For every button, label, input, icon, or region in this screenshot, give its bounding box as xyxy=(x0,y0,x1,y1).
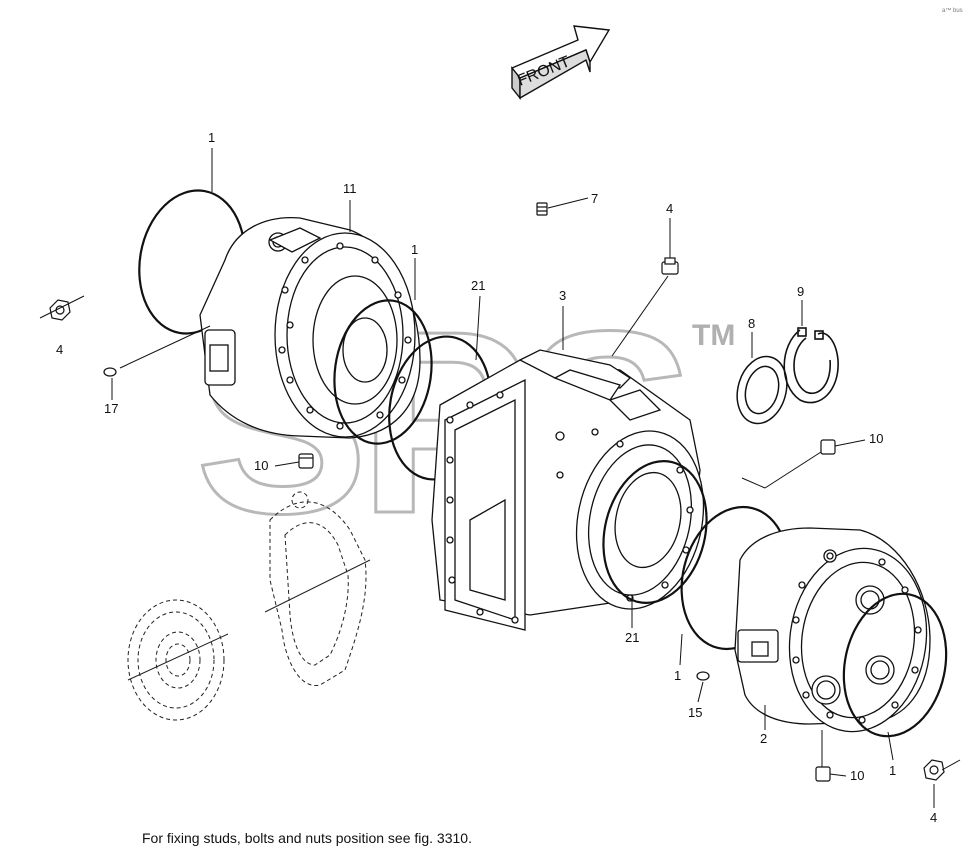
right-housing-2 xyxy=(734,527,931,733)
snap-ring-9 xyxy=(783,327,839,404)
left-housing-11 xyxy=(199,216,421,439)
leader-lines xyxy=(39,148,961,808)
callout-3: 3 xyxy=(559,288,566,303)
callout-7: 7 xyxy=(591,191,598,206)
footer-note: For fixing studs, bolts and nuts positio… xyxy=(142,830,472,846)
center-housing-3 xyxy=(431,349,705,631)
callout-4-left: 4 xyxy=(56,342,63,357)
callout-11: 11 xyxy=(343,181,357,196)
o-ring-21 xyxy=(602,459,708,605)
callout-8: 8 xyxy=(748,316,755,331)
plug-10-left xyxy=(298,453,314,469)
callout-17: 17 xyxy=(104,401,118,416)
bolt-17 xyxy=(103,367,117,377)
plug-4-bottom xyxy=(923,759,945,781)
callout-21-top: 21 xyxy=(471,278,485,293)
phantom-parts xyxy=(127,491,367,721)
callout-1-top: 1 xyxy=(208,130,215,145)
trademark-label: TM xyxy=(692,319,735,352)
callout-2: 2 xyxy=(760,731,767,746)
callout-labels: 1 11 1 21 3 7 4 8 9 4 17 10 10 21 1 15 2… xyxy=(56,130,937,825)
callout-9: 9 xyxy=(797,284,804,299)
callout-4-top: 4 xyxy=(666,201,673,216)
plug-4-top xyxy=(661,257,679,275)
bolt-15 xyxy=(696,671,710,681)
callout-10-right: 10 xyxy=(869,431,883,446)
callout-21-bottom: 21 xyxy=(625,630,639,645)
callout-1-bottom-right: 1 xyxy=(889,763,896,778)
callout-4-bottom: 4 xyxy=(930,810,937,825)
plug-10-right xyxy=(820,439,836,455)
corner-mark: a™ bus xyxy=(942,7,963,14)
callout-1-bottom-mid: 1 xyxy=(674,668,681,683)
callout-10-left: 10 xyxy=(254,458,268,473)
front-arrow: FRONT xyxy=(510,25,611,100)
callout-15: 15 xyxy=(688,705,702,720)
seal-8 xyxy=(736,355,788,425)
callout-1-mid: 1 xyxy=(411,242,418,257)
o-ring-1-bottom-right xyxy=(842,592,948,738)
plug-7 xyxy=(536,202,548,216)
plug-10-bottom xyxy=(815,766,831,782)
plug-4-left xyxy=(49,299,71,321)
callout-10-bottom: 10 xyxy=(850,768,864,783)
